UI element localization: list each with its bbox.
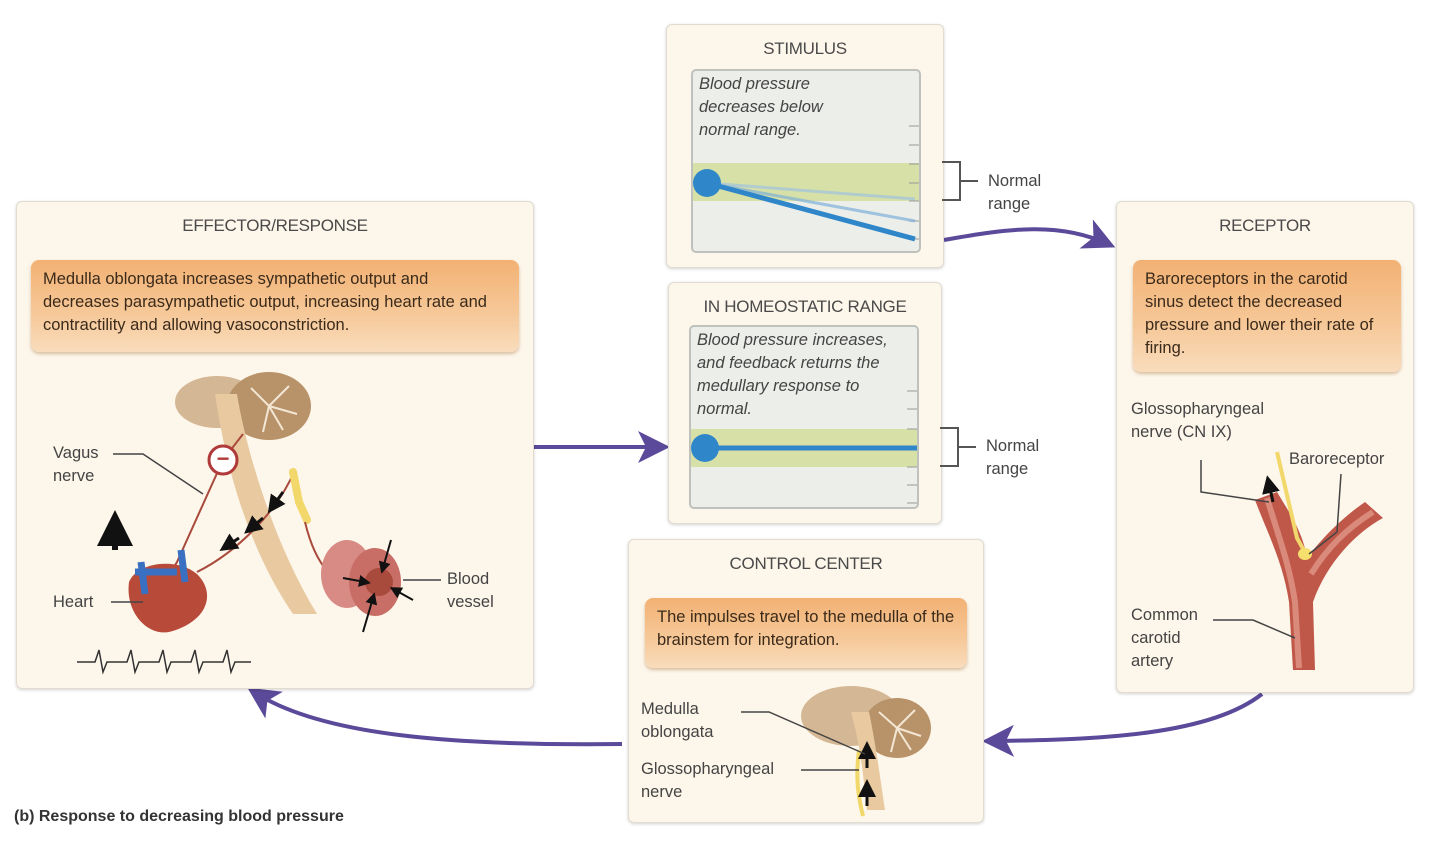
medulla-label: Medulla oblongata	[641, 700, 714, 741]
receptor-panel: RECEPTOR Baroreceptors in the carotid si…	[1116, 201, 1414, 693]
carotid-artery-illustration	[1200, 451, 1383, 670]
arrow-control-to-effector	[247, 687, 623, 747]
receptor-nerve-label: Glossopharyngeal nerve (CN IX)	[1131, 400, 1264, 441]
bp-decrease-plot	[693, 125, 919, 242]
stimulus-panel: STIMULUS Blood pressure decreases below …	[666, 24, 944, 268]
stimulus-range-bracket	[942, 161, 978, 201]
svg-text:−: −	[217, 446, 230, 471]
homeostatic-panel: IN HOMEOSTATIC RANGE Blood pressure incr…	[668, 282, 942, 524]
vagus-label: Vagus nerve	[53, 444, 99, 485]
brainstem-illustration	[741, 686, 931, 817]
control-nerve-label: Glossopharyngeal nerve	[641, 760, 774, 801]
ecg-trace	[77, 649, 251, 675]
arrow-receptor-to-control	[982, 692, 1264, 757]
heart-vessel-illustration: −	[77, 372, 441, 675]
effector-panel: EFFECTOR/RESPONSE Medulla oblongata incr…	[16, 201, 534, 689]
baroreceptor-label: Baroreceptor	[1289, 450, 1385, 468]
control-center-title: CONTROL CENTER	[729, 554, 883, 573]
homeostatic-graph: Blood pressure increases, and feedback r…	[689, 325, 919, 509]
heart-label: Heart	[53, 593, 94, 611]
inhibition-icon	[207, 444, 239, 476]
receptor-title: RECEPTOR	[1219, 216, 1311, 235]
common-carotid-label: Common carotid artery	[1131, 606, 1198, 670]
stimulus-graph: Blood pressure decreases below normal ra…	[691, 69, 921, 253]
normal-range-band	[693, 163, 919, 201]
control-center-description: The impulses travel to the medulla of th…	[645, 598, 967, 668]
effector-description: Medulla oblongata increases sympathetic …	[31, 260, 519, 352]
homeostatic-range-label: Normal range	[986, 437, 1040, 478]
vessel-label: Blood vessel	[447, 570, 494, 611]
figure-caption: (b) Response to decreasing blood pressur…	[14, 808, 344, 825]
bp-steady-plot	[691, 390, 917, 504]
stimulus-title: STIMULUS	[763, 39, 847, 58]
effector-title: EFFECTOR/RESPONSE	[182, 216, 368, 235]
homeostatic-graph-text: Blood pressure increases, and feedback r…	[697, 331, 888, 418]
homeostatic-title: IN HOMEOSTATIC RANGE	[703, 297, 907, 316]
stimulus-range-label: Normal range	[988, 172, 1042, 213]
receptor-description: Baroreceptors in the carotid sinus detec…	[1133, 260, 1401, 372]
control-center-panel: CONTROL CENTER The impulses travel to th…	[628, 539, 984, 823]
arrow-stimulus-to-receptor	[943, 219, 1116, 249]
homeostatic-range-bracket	[940, 427, 976, 467]
stimulus-graph-text: Blood pressure decreases below normal ra…	[699, 75, 823, 139]
